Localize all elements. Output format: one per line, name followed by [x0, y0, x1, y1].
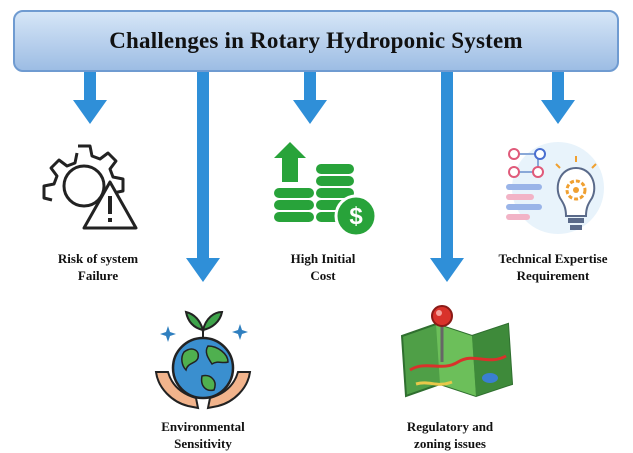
lightbulb-gear-icon	[506, 142, 604, 234]
diagram-title: Challenges in Rotary Hydroponic System	[109, 28, 523, 53]
arrow-2	[186, 72, 220, 282]
arrow-1	[73, 72, 107, 124]
title-banner: Challenges in Rotary Hydroponic System	[13, 10, 619, 72]
label-risk-of-system-failure: Risk of system Failure	[57, 251, 139, 283]
label-high-initial-cost: High Initial Cost	[290, 251, 356, 283]
earth-hands-plant-icon	[148, 302, 258, 414]
map-pin-icon	[400, 305, 514, 398]
arrow-4	[430, 72, 464, 282]
label-regulatory-and-zoning: Regulatory and zoning issues	[406, 419, 494, 451]
arrow-5	[541, 72, 575, 124]
money-coins-icon: $	[274, 142, 378, 238]
svg-text:$: $	[349, 203, 363, 230]
arrow-3	[293, 72, 327, 124]
gear-warning-icon	[42, 144, 138, 230]
label-technical-expertise: Technical Expertise Requirement	[498, 251, 608, 283]
label-environmental-sensitivity: Environmental Sensitivity	[161, 419, 245, 451]
